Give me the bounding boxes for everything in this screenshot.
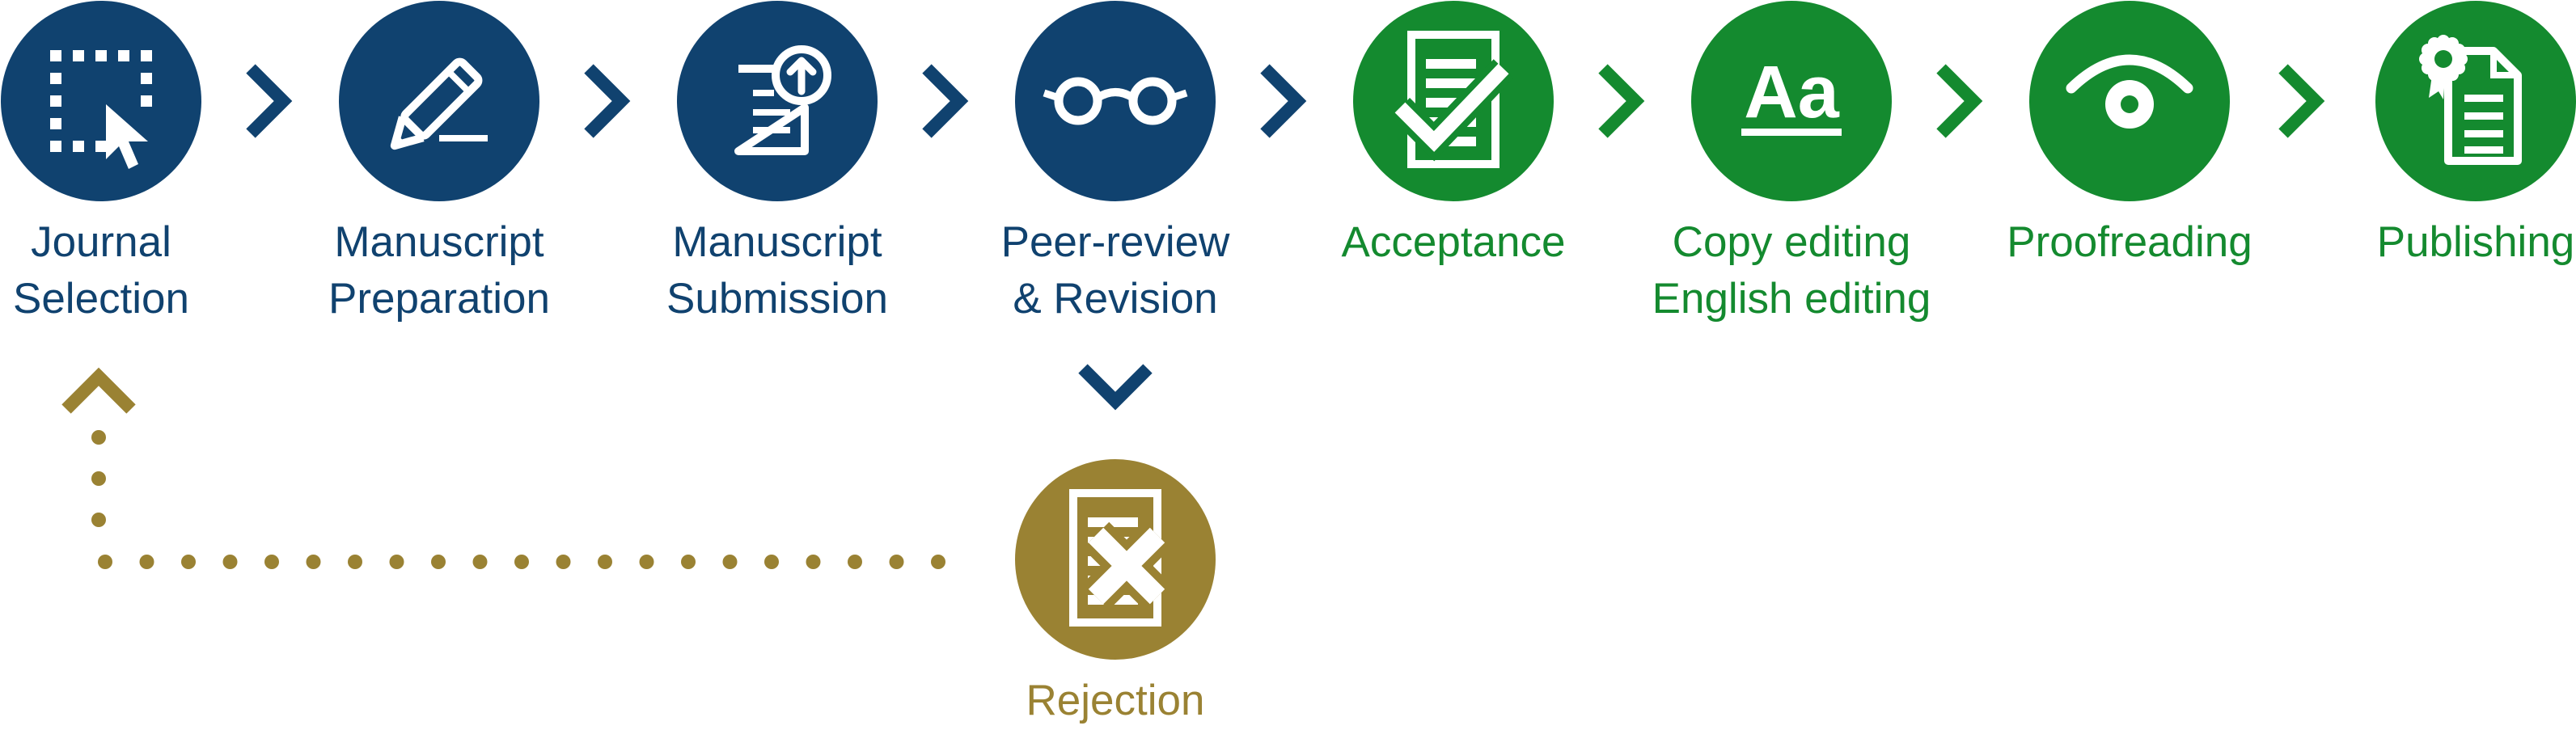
return-path-dot bbox=[598, 555, 612, 569]
return-path-dot bbox=[472, 555, 488, 569]
rejected-document-icon bbox=[1069, 489, 1171, 627]
publishing-node bbox=[2375, 1, 2576, 201]
return-path-dot bbox=[431, 555, 446, 569]
return-path-dot bbox=[98, 555, 112, 569]
glasses-icon bbox=[1043, 77, 1188, 125]
chevron-up-icon bbox=[61, 367, 136, 414]
return-path-dot bbox=[306, 555, 321, 569]
acceptance-node bbox=[1353, 1, 1554, 201]
return-path-dot bbox=[181, 555, 196, 569]
return-path-dot bbox=[639, 555, 654, 569]
svg-text:Aa: Aa bbox=[1744, 51, 1839, 133]
pencil-icon bbox=[390, 57, 488, 150]
return-path-dot bbox=[91, 430, 106, 445]
chevron-right-icon bbox=[1598, 64, 1645, 138]
font-aa-icon: Aa bbox=[1741, 51, 1842, 136]
return-path-dot bbox=[222, 555, 238, 569]
certificate-document-icon bbox=[2419, 35, 2522, 165]
return-path-dot bbox=[91, 513, 106, 527]
checked-document-icon bbox=[1390, 31, 1514, 168]
journal-selection-node bbox=[1, 1, 201, 201]
chevron-right-icon bbox=[922, 64, 969, 138]
eye-icon bbox=[2066, 54, 2193, 129]
peer-review-revision-node bbox=[1015, 1, 1216, 201]
return-path-dot bbox=[264, 555, 279, 569]
peer-review-revision-label: Peer-review& Revision bbox=[1000, 218, 1230, 323]
journal-selection-circle bbox=[1, 1, 201, 201]
return-path-dot bbox=[389, 555, 404, 569]
manuscript-submission-node bbox=[677, 1, 878, 201]
return-path-dot bbox=[848, 555, 862, 569]
chevron-right-icon bbox=[1936, 64, 1983, 138]
publishing-label: Publishing bbox=[2376, 218, 2575, 266]
return-path-dot bbox=[681, 555, 696, 569]
selection-cursor-icon bbox=[50, 50, 152, 169]
chevron-right-icon bbox=[1260, 64, 1307, 138]
chevron-down-icon bbox=[1078, 364, 1153, 411]
peer-review-revision-circle bbox=[1015, 1, 1216, 201]
return-path-dot bbox=[764, 555, 779, 569]
return-path-dot bbox=[806, 555, 821, 569]
manuscript-preparation-circle bbox=[339, 1, 539, 201]
manuscript-submission-circle bbox=[677, 1, 878, 201]
return-path-dot bbox=[556, 555, 571, 569]
chevron-right-icon bbox=[584, 64, 631, 138]
upload-document-icon bbox=[734, 45, 831, 155]
proofreading-node bbox=[2029, 1, 2230, 201]
rejection-node bbox=[1015, 459, 1216, 660]
return-path-dot bbox=[889, 555, 904, 569]
return-path-dot bbox=[514, 555, 529, 569]
copy-editing-node: Aa bbox=[1691, 1, 1892, 201]
proofreading-label: Proofreading bbox=[2007, 218, 2252, 266]
copy-editing-circle bbox=[1691, 1, 1892, 201]
return-path-dot bbox=[722, 555, 738, 569]
chevron-right-icon bbox=[2278, 64, 2325, 138]
return-path-dot bbox=[348, 555, 362, 569]
rejection-label: Rejection bbox=[1026, 677, 1205, 724]
return-path-dot bbox=[931, 555, 945, 569]
manuscript-preparation-node bbox=[339, 1, 539, 201]
chevron-right-icon bbox=[246, 64, 293, 138]
acceptance-label: Acceptance bbox=[1341, 218, 1566, 266]
return-path-dot bbox=[139, 555, 154, 569]
return-path-dot bbox=[91, 471, 106, 486]
